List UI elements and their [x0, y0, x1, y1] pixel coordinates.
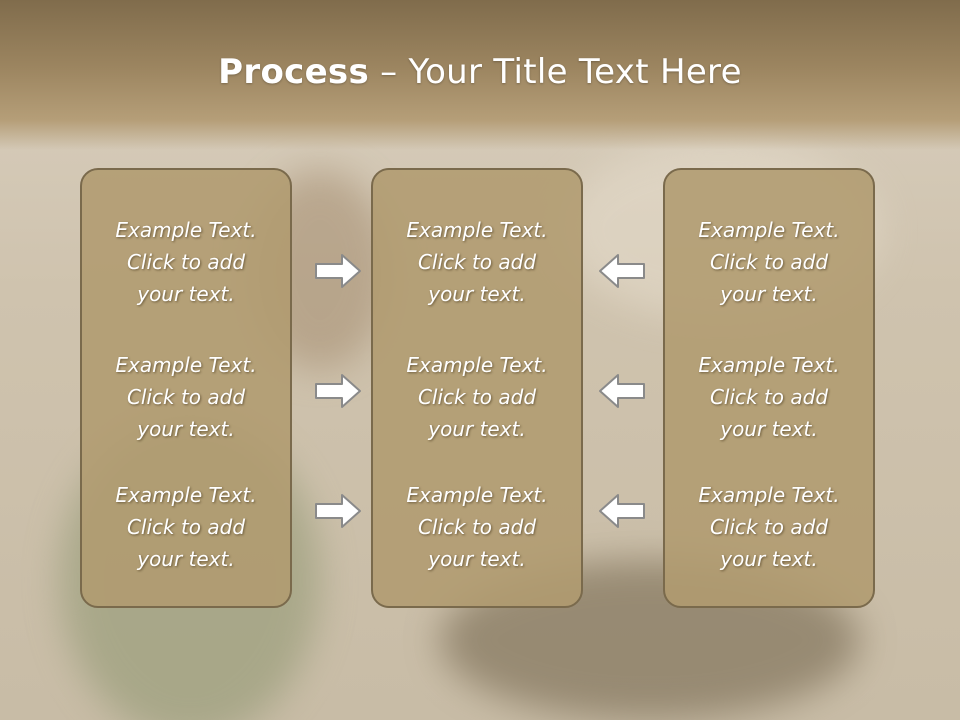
- arrow-right-icon: [315, 374, 361, 408]
- text-block[interactable]: Example Text. Click to add your text.: [698, 218, 840, 306]
- text-block[interactable]: Example Text. Click to add your text.: [698, 483, 840, 571]
- process-box-center[interactable]: Example Text. Click to add your text. Ex…: [371, 168, 583, 608]
- page-title[interactable]: Process – Your Title Text Here: [0, 52, 960, 92]
- arrow-right-icon: [315, 254, 361, 288]
- title-bar: [0, 0, 960, 150]
- process-box-right[interactable]: Example Text. Click to add your text. Ex…: [663, 168, 875, 608]
- process-box-left[interactable]: Example Text. Click to add your text. Ex…: [80, 168, 292, 608]
- text-block[interactable]: Example Text. Click to add your text.: [115, 483, 257, 571]
- arrow-right-icon: [315, 494, 361, 528]
- title-bold: Process: [218, 52, 370, 92]
- arrow-left-icon: [599, 494, 645, 528]
- arrow-left-icon: [599, 374, 645, 408]
- arrow-left-icon: [599, 254, 645, 288]
- title-rest: – Your Title Text Here: [369, 52, 742, 92]
- text-block[interactable]: Example Text. Click to add your text.: [406, 483, 548, 571]
- text-block[interactable]: Example Text. Click to add your text.: [115, 218, 257, 306]
- text-block[interactable]: Example Text. Click to add your text.: [698, 353, 840, 441]
- text-block[interactable]: Example Text. Click to add your text.: [115, 353, 257, 441]
- text-block[interactable]: Example Text. Click to add your text.: [406, 353, 548, 441]
- text-block[interactable]: Example Text. Click to add your text.: [406, 218, 548, 306]
